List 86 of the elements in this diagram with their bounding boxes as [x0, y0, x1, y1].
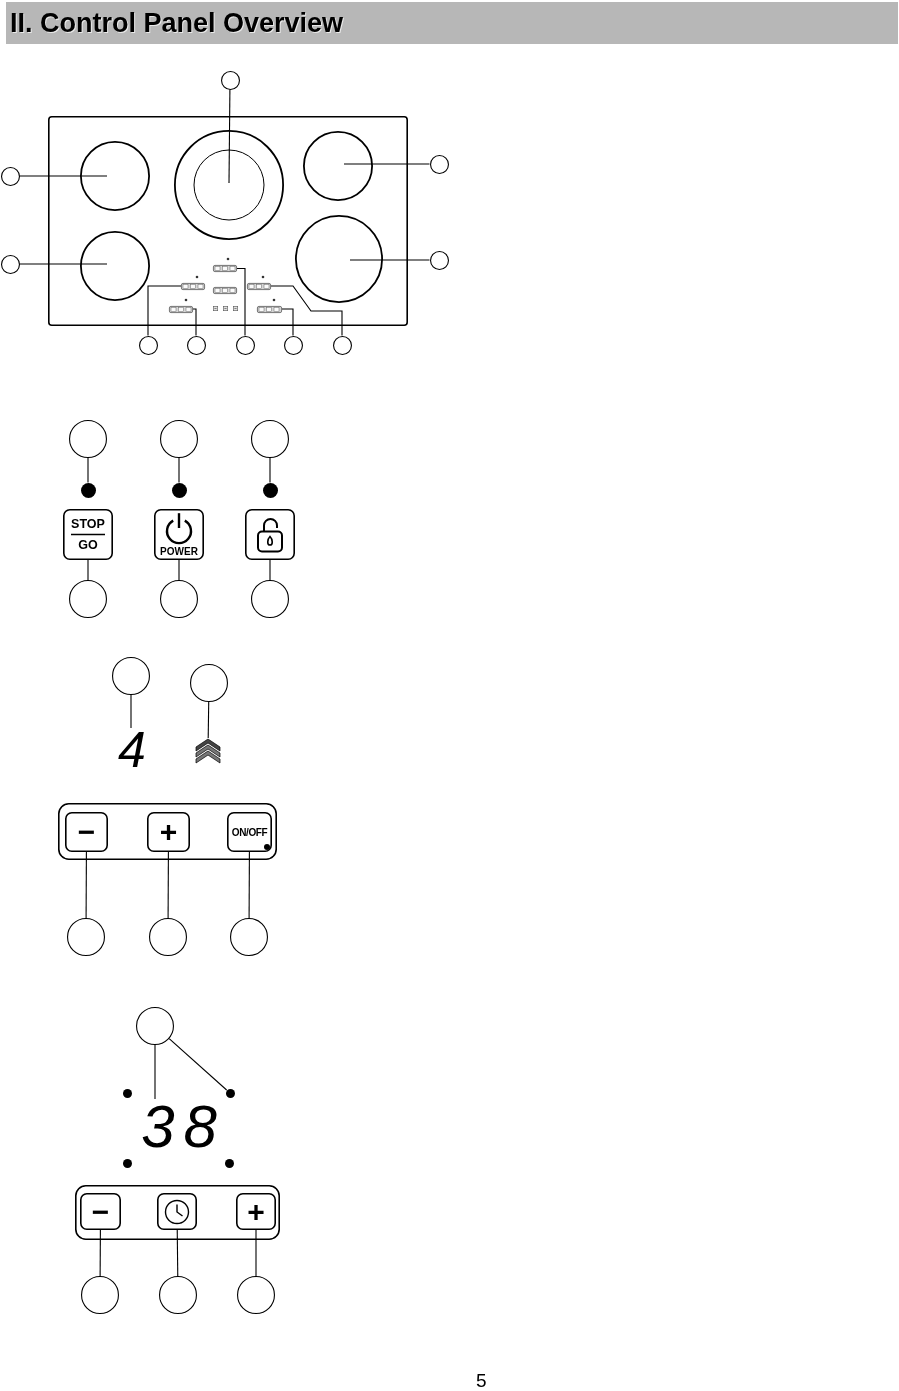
callout-circle	[136, 1007, 174, 1045]
callout-circle	[235, 335, 255, 355]
cooking-zone	[295, 215, 383, 303]
section-heading: II. Control Panel Overview	[6, 2, 898, 44]
callout-circle	[190, 664, 228, 702]
callout-circle	[332, 335, 352, 355]
leader-line	[255, 1229, 257, 1277]
leader-line	[130, 694, 132, 729]
control-strip	[247, 275, 271, 290]
digit-display: 38	[138, 1099, 220, 1155]
leader-line	[269, 457, 271, 484]
callout-circle	[230, 918, 268, 956]
control-strip	[169, 298, 193, 313]
callout-circle	[69, 420, 107, 458]
leader-line	[178, 559, 180, 581]
indicator-dot	[262, 482, 278, 498]
leader-line	[168, 1038, 228, 1091]
callout-circle	[0, 254, 20, 274]
cooking-zone	[303, 131, 373, 201]
callout-circle	[159, 1276, 197, 1314]
leader-line	[99, 1229, 101, 1277]
page-number: 5	[476, 1370, 487, 1391]
minus-button: −	[80, 1193, 121, 1230]
leader-line	[207, 701, 210, 739]
indicator-dot	[171, 482, 187, 498]
digit-display: 4	[114, 728, 150, 772]
callout-circle	[69, 580, 107, 618]
leader-line	[18, 263, 108, 265]
leader-line	[270, 285, 343, 337]
control-strip	[213, 257, 237, 272]
callout-circle	[237, 1276, 275, 1314]
leader-line	[147, 285, 182, 337]
leader-line	[248, 851, 250, 919]
callout-circle	[429, 154, 449, 174]
control-strip	[213, 287, 237, 294]
leader-line	[87, 559, 89, 581]
cooktop-panel	[48, 116, 408, 326]
on-off-button: ON/OFF	[227, 812, 272, 852]
chevron-icon	[195, 738, 221, 764]
leader-line	[176, 1229, 179, 1277]
leader-line	[192, 308, 197, 337]
callout-circle	[138, 335, 158, 355]
power-button: POWER	[154, 509, 204, 560]
cooking-zone	[80, 141, 150, 211]
callout-circle	[283, 335, 303, 355]
clock-button	[157, 1193, 197, 1230]
callout-circle	[0, 166, 20, 186]
callout-circle	[160, 420, 198, 458]
leader-line	[87, 457, 89, 484]
cooking-zone	[80, 231, 150, 301]
callout-circle	[81, 1276, 119, 1314]
callout-circle	[251, 580, 289, 618]
plus-button: +	[147, 812, 190, 852]
leader-line	[18, 175, 108, 177]
leader-line	[167, 851, 169, 919]
cooking-zone	[174, 130, 284, 240]
control-strip	[181, 275, 205, 290]
leader-line	[349, 259, 431, 261]
indicator-dot	[122, 1088, 132, 1098]
leader-line	[269, 559, 271, 581]
control-bar	[58, 803, 277, 860]
stop-go-button: STOP GO	[63, 509, 113, 560]
callout-circle	[67, 918, 105, 956]
minus-button: −	[65, 812, 108, 852]
indicator-dot	[225, 1088, 235, 1098]
control-strip	[257, 298, 282, 313]
callout-circle	[160, 580, 198, 618]
lock-button	[245, 509, 295, 560]
leader-line	[343, 163, 431, 165]
callout-circle	[186, 335, 206, 355]
indicator-dot	[80, 482, 96, 498]
indicator-dot	[122, 1158, 132, 1168]
leader-line	[228, 88, 231, 184]
callout-circle	[251, 420, 289, 458]
callout-circle	[149, 918, 187, 956]
leader-line	[154, 1044, 156, 1100]
leader-line	[85, 851, 87, 919]
plus-button: +	[236, 1193, 276, 1230]
indicator-dot	[224, 1158, 234, 1168]
leader-line	[178, 457, 180, 484]
leader-line	[236, 267, 246, 337]
control-bar	[75, 1185, 280, 1240]
callout-circle	[220, 70, 240, 90]
callout-circle	[112, 657, 150, 695]
leader-line	[281, 308, 294, 337]
callout-circle	[429, 250, 449, 270]
